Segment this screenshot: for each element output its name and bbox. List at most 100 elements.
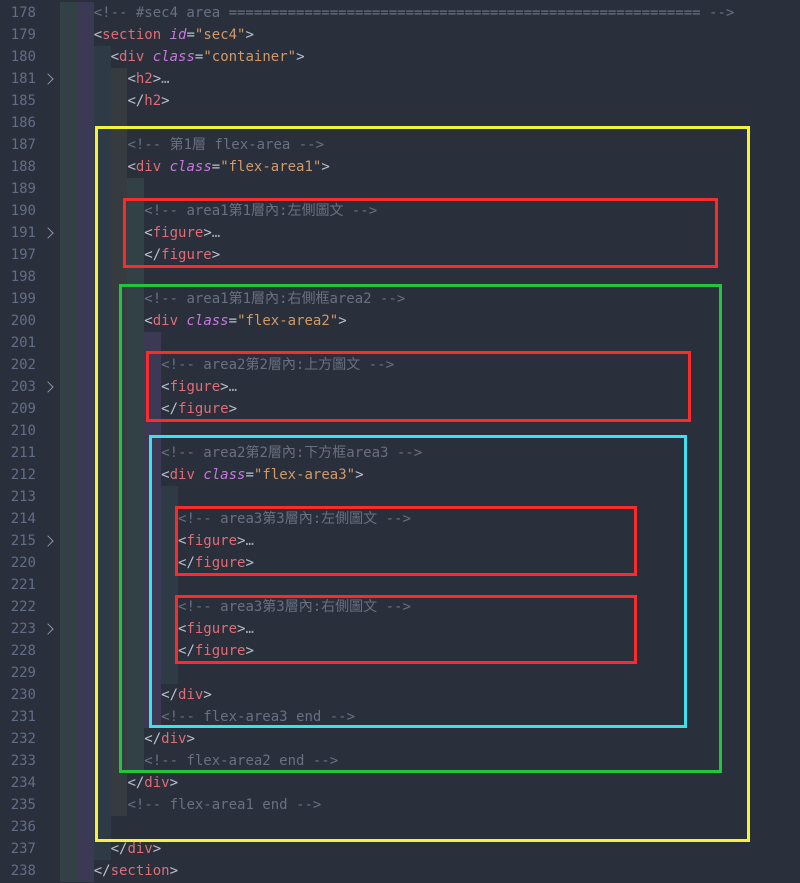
code-line[interactable]: 180 <div class="container">: [0, 46, 800, 68]
indent-guide: [76, 750, 94, 772]
code-line[interactable]: 215 <figure>…: [0, 530, 800, 552]
indent-guide: [60, 706, 77, 728]
indent-guide: [93, 310, 111, 332]
code-line[interactable]: 235 <!-- flex-area1 end -->: [0, 794, 800, 816]
indent-guide: [127, 464, 145, 486]
code-line[interactable]: 228 </figure>: [0, 640, 800, 662]
indent-guide: [60, 134, 77, 156]
code-line[interactable]: 186: [0, 112, 800, 134]
indent-guide: [127, 728, 145, 750]
code-line[interactable]: 198: [0, 266, 800, 288]
code-line[interactable]: 233 <!-- flex-area2 end -->: [0, 750, 800, 772]
indent-guide: [76, 684, 94, 706]
code-line[interactable]: 179 <section id="sec4">: [0, 24, 800, 46]
indent-guide: [93, 442, 111, 464]
code-text: </div>: [60, 684, 212, 706]
code-line[interactable]: 191 <figure>…: [0, 222, 800, 244]
indent-guide: [110, 794, 128, 816]
code-line[interactable]: 202 <!-- area2第2層內:上方圖文 -->: [0, 354, 800, 376]
code-text: [60, 266, 145, 288]
code-line[interactable]: 220 </figure>: [0, 552, 800, 574]
code-line[interactable]: 200 <div class="flex-area2">: [0, 310, 800, 332]
fold-chevron-icon[interactable]: [36, 618, 60, 640]
code-line[interactable]: 188 <div class="flex-area1">: [0, 156, 800, 178]
indent-guide: [127, 222, 145, 244]
indent-guide: [93, 728, 111, 750]
indent-guide: [60, 618, 77, 640]
code-text: </div>: [60, 728, 195, 750]
code-text: </section>: [60, 860, 178, 882]
code-line[interactable]: 211 <!-- area2第2層內:下方框area3 -->: [0, 442, 800, 464]
code-line[interactable]: 232 </div>: [0, 728, 800, 750]
code-text: <!-- area1第1層內:右側框area2 -->: [60, 288, 405, 310]
code-line[interactable]: 178 <!-- #sec4 area ====================…: [0, 2, 800, 24]
indent-guide: [127, 420, 145, 442]
indent-guide: [76, 68, 94, 90]
indent-guide: [110, 662, 128, 684]
indent-guide: [60, 772, 77, 794]
code-line[interactable]: 199 <!-- area1第1層內:右側框area2 -->: [0, 288, 800, 310]
code-line[interactable]: 221: [0, 574, 800, 596]
code-line[interactable]: 212 <div class="flex-area3">: [0, 464, 800, 486]
fold-chevron-icon[interactable]: [36, 222, 60, 244]
code-line[interactable]: 231 <!-- flex-area3 end -->: [0, 706, 800, 728]
fold-chevron-icon[interactable]: [36, 376, 60, 398]
line-number: 190: [10, 203, 36, 219]
code-line[interactable]: 230 </div>: [0, 684, 800, 706]
indent-guide: [60, 46, 77, 68]
code-line[interactable]: 203 <figure>…: [0, 376, 800, 398]
indent-guide: [93, 772, 111, 794]
line-number: 209: [10, 401, 36, 417]
code-line[interactable]: 214 <!-- area3第3層內:左側圖文 -->: [0, 508, 800, 530]
code-line[interactable]: 234 </div>: [0, 772, 800, 794]
code-line[interactable]: 185 </h2>: [0, 90, 800, 112]
code-text: <div class="flex-area1">: [60, 156, 330, 178]
indent-guide: [110, 750, 128, 772]
code-line[interactable]: 181 <h2>…: [0, 68, 800, 90]
indent-guide: [110, 420, 128, 442]
line-number: 230: [10, 687, 36, 703]
indent-guide: [144, 486, 162, 508]
indent-guide: [161, 530, 179, 552]
code-line[interactable]: 237 </div>: [0, 838, 800, 860]
indent-guide: [110, 134, 128, 156]
code-line[interactable]: 222 <!-- area3第3層內:右側圖文 -->: [0, 596, 800, 618]
code-line[interactable]: 201: [0, 332, 800, 354]
code-text: <figure>…: [60, 618, 254, 640]
indent-guide: [93, 68, 111, 90]
indent-guide: [110, 728, 128, 750]
fold-chevron-icon[interactable]: [36, 530, 60, 552]
indent-guide: [60, 662, 77, 684]
code-line[interactable]: 187 <!-- 第1層 flex-area -->: [0, 134, 800, 156]
indent-guide: [144, 552, 162, 574]
line-number: 180: [10, 49, 36, 65]
code-line[interactable]: 189: [0, 178, 800, 200]
fold-spacer: [36, 596, 60, 618]
code-text: [60, 486, 179, 508]
indent-guide: [76, 90, 94, 112]
indent-guide: [93, 134, 111, 156]
code-line[interactable]: 209 </figure>: [0, 398, 800, 420]
indent-guide: [60, 354, 77, 376]
indent-guide: [76, 530, 94, 552]
code-line[interactable]: 213: [0, 486, 800, 508]
code-line[interactable]: 190 <!-- area1第1層內:左側圖文 -->: [0, 200, 800, 222]
indent-guide: [110, 332, 128, 354]
code-line[interactable]: 229: [0, 662, 800, 684]
code-line[interactable]: 210: [0, 420, 800, 442]
indent-guide: [161, 640, 179, 662]
indent-guide: [60, 222, 77, 244]
line-number: 222: [10, 599, 36, 615]
fold-spacer: [36, 310, 60, 332]
code-text: [60, 574, 179, 596]
fold-chevron-icon[interactable]: [36, 68, 60, 90]
indent-guide: [93, 178, 111, 200]
code-line[interactable]: 238 </section>: [0, 860, 800, 882]
line-number: 186: [10, 115, 36, 131]
code-line[interactable]: 197 </figure>: [0, 244, 800, 266]
code-line[interactable]: 223 <figure>…: [0, 618, 800, 640]
code-line[interactable]: 236: [0, 816, 800, 838]
indent-guide: [60, 24, 77, 46]
